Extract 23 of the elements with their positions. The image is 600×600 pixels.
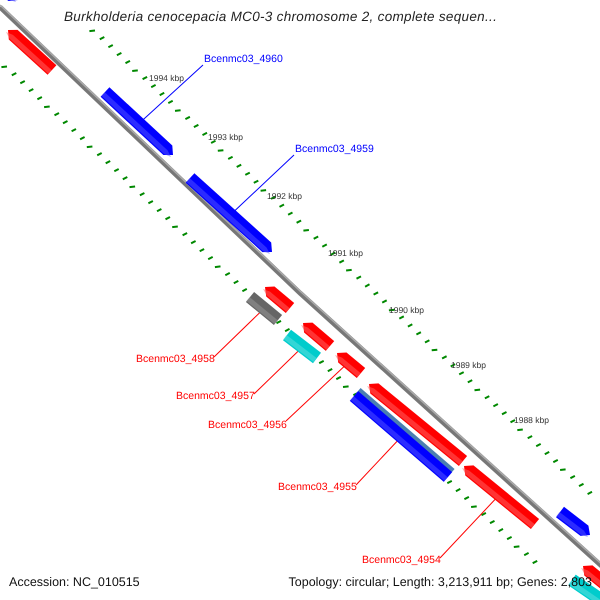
gene-label: Bcenmc03_4956 — [208, 419, 287, 431]
scale-label: 1989 kbp — [451, 360, 486, 370]
accession-text: Accession: NC_010515 — [9, 575, 140, 589]
scale-label: 1992 kbp — [267, 191, 302, 201]
leader-line — [440, 498, 496, 558]
gene-label: Bcenmc03_4958 — [136, 353, 215, 365]
gene-label: Bcenmc03_4954 — [362, 554, 441, 566]
scale-label: 1994 kbp — [149, 73, 184, 83]
scale-label: 1988 kbp — [514, 415, 549, 425]
scale-label: 1990 kbp — [389, 305, 424, 315]
leader-line — [356, 440, 398, 486]
gene-label: Bcenmc03_4957 — [176, 390, 255, 402]
gene-label: Bcenmc03_4955 — [278, 481, 357, 493]
title: Burkholderia cenocepacia MC0-3 chromosome 2, complete sequen... — [64, 9, 498, 24]
leader-line — [142, 64, 204, 120]
leader-line — [286, 366, 345, 422]
gene-label: Bcenmc03_4959 — [295, 143, 374, 155]
scale-label: 1991 kbp — [328, 248, 363, 258]
gene-label: Bcenmc03_4960 — [204, 53, 283, 65]
scale-label: 1993 kbp — [208, 132, 243, 142]
leader-line — [234, 154, 294, 212]
leader-line — [214, 312, 261, 358]
leader-line — [254, 350, 300, 394]
